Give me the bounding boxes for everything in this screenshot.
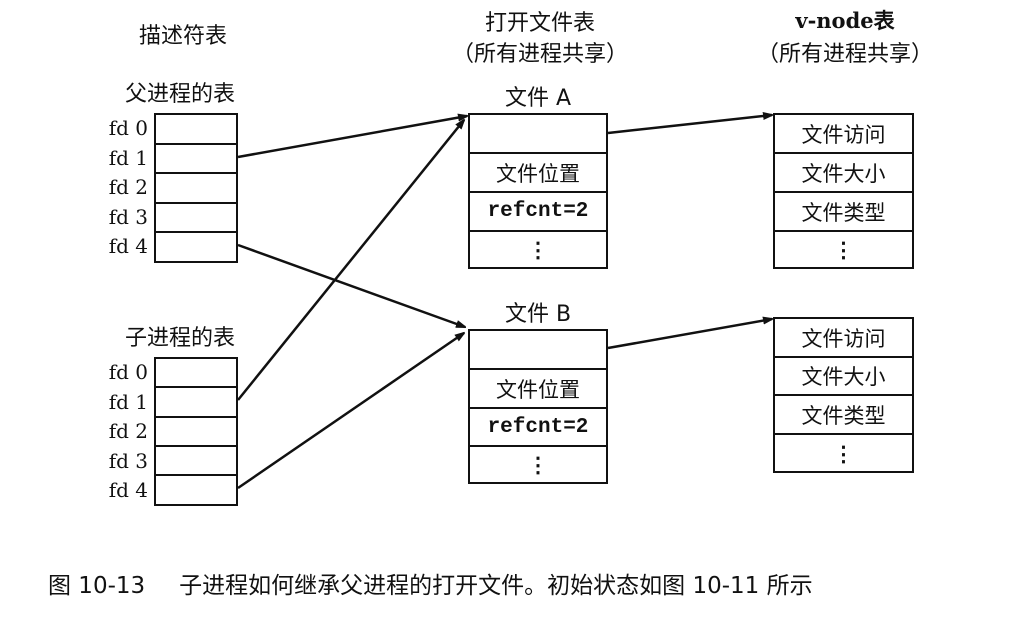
file-a-vnode-pointer — [470, 115, 606, 154]
fd-label: fd 4 — [108, 234, 148, 258]
open-file-b-entry: 文件位置 refcnt=2 ⋮ — [468, 329, 608, 484]
arrow-child-fd1-to-file-a — [237, 120, 464, 401]
child-fd1-entry — [156, 388, 236, 418]
arrow-file-b-to-vnode-b — [607, 319, 772, 350]
parent-fd2-entry — [156, 174, 236, 204]
fd-label: fd 2 — [108, 419, 148, 443]
file-a-title: 文件 A — [504, 86, 572, 111]
vnode-table-header: v-node表 — [795, 8, 895, 33]
file-a-more: ⋮ — [527, 237, 549, 262]
child-fd2-entry — [156, 418, 236, 447]
fd-label: fd 4 — [108, 478, 148, 502]
file-b-refcnt: refcnt=2 — [470, 409, 606, 447]
parent-descriptor-table — [154, 113, 238, 263]
file-b-more: ⋮ — [527, 452, 549, 477]
vnode-b-entry: 文件访问 文件大小 文件类型 ⋮ — [773, 317, 914, 473]
parent-fd3-entry — [156, 204, 236, 233]
vnode-b-access: 文件访问 — [775, 319, 912, 358]
vnode-b-more: ⋮ — [833, 440, 854, 466]
child-descriptor-table — [154, 357, 238, 506]
figure-caption-text: 子进程如何继承父进程的打开文件。初始状态如图 10-11 所示 — [179, 573, 813, 599]
file-b-position: 文件位置 — [470, 370, 606, 409]
arrow-file-a-to-vnode-a — [607, 115, 772, 135]
fd-label: fd 2 — [108, 175, 148, 199]
fd-label: fd 0 — [108, 360, 148, 384]
file-a-position: 文件位置 — [470, 154, 606, 193]
parent-fd1-entry — [156, 145, 236, 174]
file-b-vnode-pointer — [470, 331, 606, 370]
child-table-title: 子进程的表 — [124, 326, 235, 351]
open-file-a-entry: 文件位置 refcnt=2 ⋮ — [468, 113, 608, 269]
figure-caption: 图 10-13 子进程如何继承父进程的打开文件。初始状态如图 10-11 所示 — [48, 566, 813, 600]
vnode-a-type: 文件类型 — [775, 193, 912, 232]
arrow-parent-fd1-to-file-a — [237, 116, 467, 159]
fd-label: fd 1 — [108, 389, 148, 414]
arrow-child-fd4-to-file-b — [237, 333, 464, 490]
child-fd0-entry — [156, 359, 236, 388]
fd-label: fd 0 — [108, 116, 148, 140]
file-b-title: 文件 B — [504, 302, 572, 327]
file-a-refcnt: refcnt=2 — [470, 193, 606, 232]
child-fd-labels: fd 0 fd 1 fd 2 fd 3 fd 4 — [96, 358, 148, 506]
vnode-b-type: 文件类型 — [775, 396, 912, 435]
child-fd3-entry — [156, 447, 236, 476]
open-file-table-header: 打开文件表 — [484, 11, 595, 36]
vnode-a-access: 文件访问 — [775, 115, 912, 154]
fd-label: fd 1 — [108, 145, 148, 170]
descriptor-table-header: 描述符表 — [138, 24, 227, 49]
open-file-table-subheader: （所有进程共享） — [451, 42, 628, 67]
parent-table-title: 父进程的表 — [124, 82, 235, 107]
fd-label: fd 3 — [108, 448, 148, 473]
vnode-table-subheader: （所有进程共享） — [756, 42, 933, 67]
parent-fd-labels: fd 0 fd 1 fd 2 fd 3 fd 4 — [96, 114, 148, 262]
parent-fd0-entry — [156, 115, 236, 145]
fd-label: fd 3 — [108, 204, 148, 229]
figure-number: 图 10-13 — [48, 573, 146, 599]
vnode-a-entry: 文件访问 文件大小 文件类型 ⋮ — [773, 113, 914, 269]
vnode-b-size: 文件大小 — [775, 358, 912, 396]
arrow-parent-fd4-to-file-b — [237, 243, 465, 329]
vnode-a-more: ⋮ — [833, 237, 854, 262]
vnode-a-size: 文件大小 — [775, 154, 912, 193]
